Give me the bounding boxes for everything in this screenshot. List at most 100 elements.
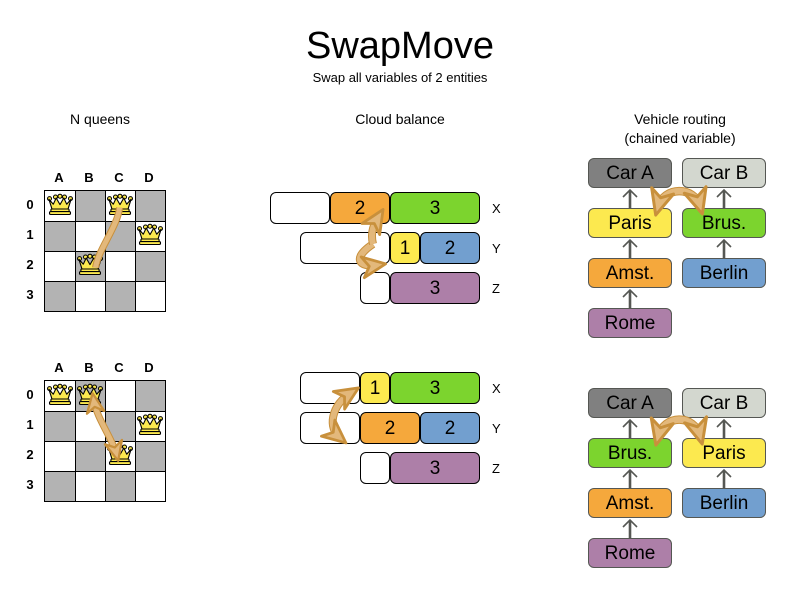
- board-row-label-2: 2: [26, 447, 34, 462]
- board-cell-B1[interactable]: [75, 411, 105, 441]
- vehicle-routing-before[interactable]: Car A Paris Amst. Rome Car B Brus. Berlin: [580, 158, 780, 348]
- board-cell-A3[interactable]: [45, 471, 75, 501]
- cloud-segment-empty[interactable]: [300, 372, 360, 404]
- board-cell-C1[interactable]: [105, 221, 135, 251]
- route-node-brus[interactable]: Brus.: [682, 208, 766, 238]
- board-gridline-horizontal: [45, 470, 165, 472]
- board-cell-B1[interactable]: [75, 221, 105, 251]
- route-node-car-a[interactable]: Car A: [588, 388, 672, 418]
- board-column-label-C: C: [114, 360, 124, 375]
- board-row-label-1: 1: [26, 227, 34, 242]
- queen-piece-A0[interactable]: [45, 191, 75, 221]
- cloud-segment-empty[interactable]: [360, 452, 390, 484]
- board-cell-D3[interactable]: [135, 281, 165, 311]
- queen-piece-C0[interactable]: [105, 191, 135, 221]
- cloud-bar-Z[interactable]: 3: [360, 452, 480, 484]
- route-node-car-a[interactable]: Car A: [588, 158, 672, 188]
- board-cell-C0[interactable]: [105, 381, 135, 411]
- route-node-paris[interactable]: Paris: [588, 208, 672, 238]
- board-cell-C3[interactable]: [105, 471, 135, 501]
- route-link-arrow-icon: [713, 188, 735, 208]
- cloud-computer-label-X: X: [492, 201, 501, 216]
- cloud-segment-empty[interactable]: [300, 412, 360, 444]
- cloud-segment-process-2[interactable]: 2: [420, 412, 480, 444]
- cloud-segment-empty[interactable]: [300, 232, 390, 264]
- cloud-segment-process-3[interactable]: 3: [390, 192, 480, 224]
- queen-piece-B0[interactable]: [75, 381, 105, 411]
- board-cell-D0[interactable]: [135, 381, 165, 411]
- cloud-segment-process-1[interactable]: 1: [360, 372, 390, 404]
- board-gridline-horizontal: [45, 280, 165, 282]
- cloud-segment-empty[interactable]: [270, 192, 330, 224]
- route-link-arrow-icon: [619, 418, 641, 438]
- board-cell-D0[interactable]: [135, 191, 165, 221]
- vehicle-routing-after[interactable]: Car A Brus. Amst. Rome Car B Paris Berlin: [580, 388, 780, 578]
- cloud-computer-label-Z: Z: [492, 281, 500, 296]
- cloud-segment-process-2[interactable]: 2: [330, 192, 390, 224]
- board-cell-B3[interactable]: [75, 471, 105, 501]
- cloud-computer-label-Y: Y: [492, 421, 501, 436]
- cloud-segment-process-1[interactable]: 1: [390, 232, 420, 264]
- board-cell-A3[interactable]: [45, 281, 75, 311]
- page-title: SwapMove: [306, 25, 494, 67]
- route-node-paris[interactable]: Paris: [682, 438, 766, 468]
- board-cell-D2[interactable]: [135, 251, 165, 281]
- board-cell-B0[interactable]: [75, 191, 105, 221]
- board-cell-A2[interactable]: [45, 441, 75, 471]
- route-node-car-b[interactable]: Car B: [682, 388, 766, 418]
- queen-piece-B2[interactable]: [75, 251, 105, 281]
- route-node-brus[interactable]: Brus.: [588, 438, 672, 468]
- queen-piece-D1[interactable]: [135, 221, 165, 251]
- route-link-arrow-icon: [619, 188, 641, 208]
- cloud-segment-process-3[interactable]: 3: [390, 272, 480, 304]
- board-cell-D3[interactable]: [135, 471, 165, 501]
- board-cell-C3[interactable]: [105, 281, 135, 311]
- cloud-segment-process-2[interactable]: 2: [360, 412, 420, 444]
- board-grid[interactable]: [44, 380, 166, 502]
- queen-piece-D1[interactable]: [135, 411, 165, 441]
- route-node-amst[interactable]: Amst.: [588, 488, 672, 518]
- board-cell-C1[interactable]: [105, 411, 135, 441]
- board-column-label-D: D: [144, 170, 154, 185]
- board-cell-B2[interactable]: [75, 441, 105, 471]
- route-node-rome[interactable]: Rome: [588, 538, 672, 568]
- section-title-cloud-balance: Cloud balance: [355, 111, 445, 127]
- board-column-label-D: D: [144, 360, 154, 375]
- route-node-rome[interactable]: Rome: [588, 308, 672, 338]
- board-row-label-2: 2: [26, 257, 34, 272]
- board-cell-A1[interactable]: [45, 221, 75, 251]
- cloud-segment-process-2[interactable]: 2: [420, 232, 480, 264]
- queen-piece-A0[interactable]: [45, 381, 75, 411]
- board-cell-C2[interactable]: [105, 251, 135, 281]
- cloud-bar-Z[interactable]: 3: [360, 272, 480, 304]
- route-node-amst[interactable]: Amst.: [588, 258, 672, 288]
- cloud-computer-label-Z: Z: [492, 461, 500, 476]
- route-node-berlin[interactable]: Berlin: [682, 488, 766, 518]
- board-column-label-B: B: [84, 170, 94, 185]
- board-cell-A1[interactable]: [45, 411, 75, 441]
- cloud-segment-process-3[interactable]: 3: [390, 452, 480, 484]
- board-grid[interactable]: [44, 190, 166, 312]
- board-row-label-0: 0: [26, 197, 34, 212]
- board-cell-D2[interactable]: [135, 441, 165, 471]
- cloud-segment-process-3[interactable]: 3: [390, 372, 480, 404]
- route-node-car-b[interactable]: Car B: [682, 158, 766, 188]
- board-row-label-3: 3: [26, 477, 34, 492]
- route-link-arrow-icon: [619, 288, 641, 308]
- board-row-label-1: 1: [26, 417, 34, 432]
- queen-piece-C2[interactable]: [105, 441, 135, 471]
- cloud-segment-empty[interactable]: [360, 272, 390, 304]
- board-cell-A2[interactable]: [45, 251, 75, 281]
- route-node-berlin[interactable]: Berlin: [682, 258, 766, 288]
- board-row-label-0: 0: [26, 387, 34, 402]
- board-cell-B3[interactable]: [75, 281, 105, 311]
